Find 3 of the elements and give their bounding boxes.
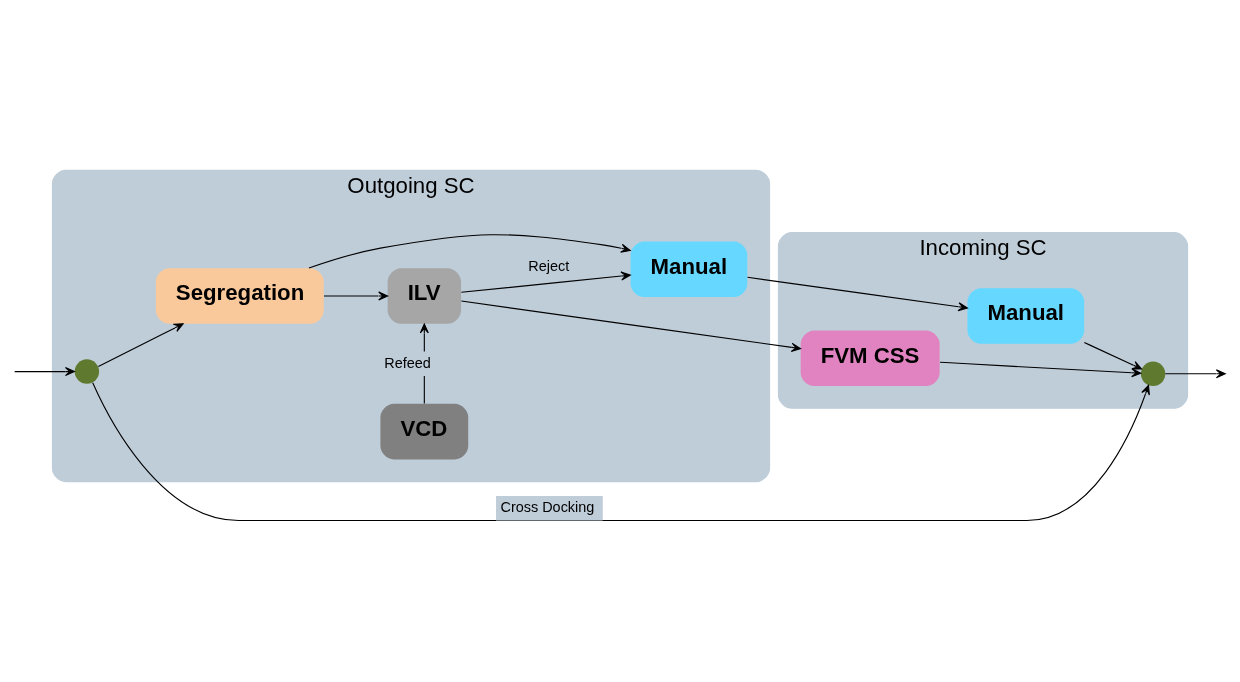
- edge-label: Reject: [528, 257, 570, 274]
- edge-label: Cross Docking: [500, 499, 595, 516]
- edge-label: Refeed: [384, 354, 431, 371]
